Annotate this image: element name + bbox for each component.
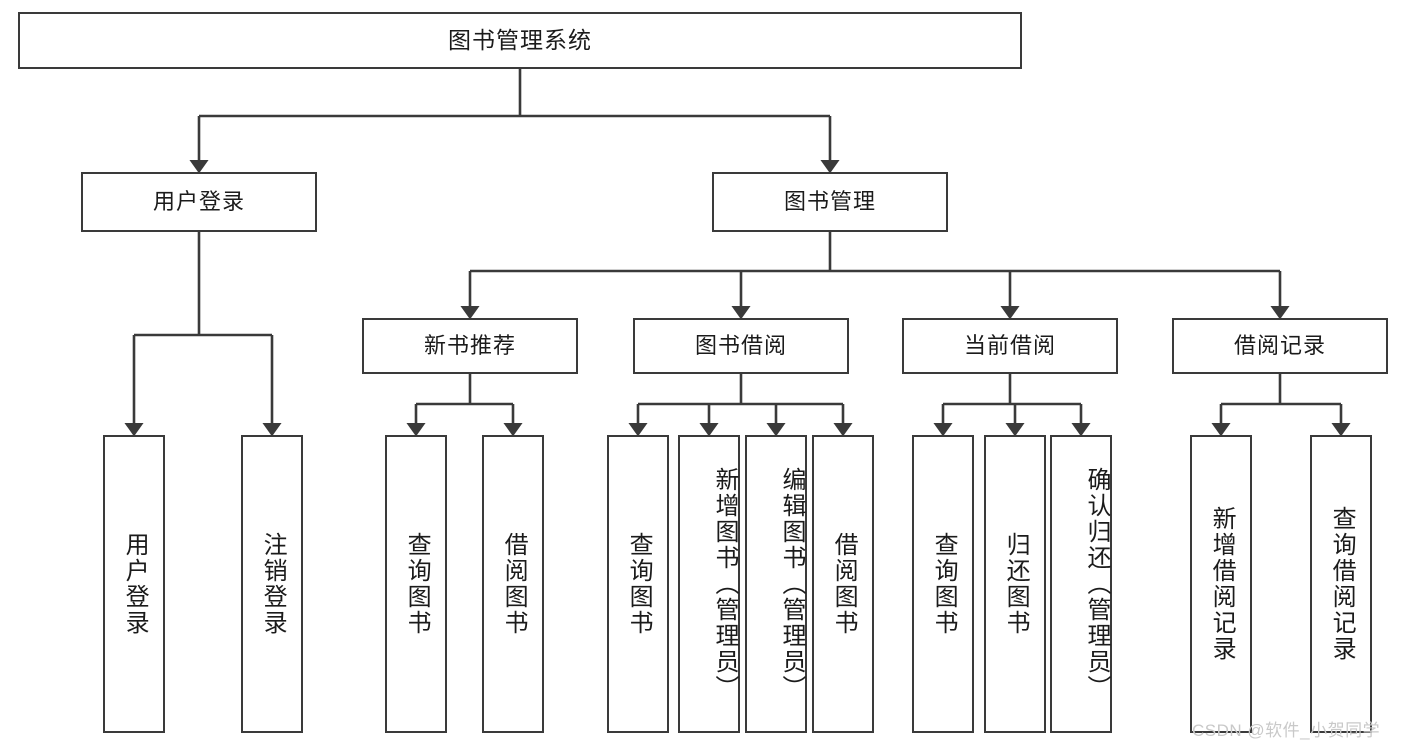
leaf-query-book-borrow[interactable]: 查询图书 [607,435,669,733]
leaf-query-book-new[interactable]: 查询图书 [385,435,447,733]
leaf-logout[interactable]: 注销登录 [241,435,303,733]
leaf-return-book-label: 归还图书 [1002,532,1030,636]
node-user-login[interactable]: 用户登录 [81,172,317,232]
leaf-add-borrow-record-label: 新增借阅记录 [1208,506,1236,662]
leaf-confirm-return-admin[interactable]: 确认归还（管理员） [1050,435,1112,733]
leaf-return-book[interactable]: 归还图书 [984,435,1046,733]
leaf-logout-label: 注销登录 [259,532,287,636]
node-book-management-label: 图书管理 [783,188,876,214]
leaf-query-book-new-label: 查询图书 [403,532,431,636]
leaf-borrow-book-label: 借阅图书 [830,532,858,636]
node-borrow-records[interactable]: 借阅记录 [1172,318,1388,374]
leaf-query-book-borrow-label: 查询图书 [625,532,653,636]
leaf-edit-book-admin-label: 编辑图书（管理员） [778,467,805,701]
leaf-query-borrow-record[interactable]: 查询借阅记录 [1310,435,1372,733]
node-book-borrow-label: 图书借阅 [694,332,787,358]
leaf-query-book-current-label: 查询图书 [930,532,958,636]
node-root-label: 图书管理系统 [448,26,592,53]
node-book-borrow[interactable]: 图书借阅 [633,318,849,374]
node-new-book-recommend-label: 新书推荐 [423,332,516,358]
leaf-user-login-label: 用户登录 [121,532,149,636]
leaf-borrow-book-new[interactable]: 借阅图书 [482,435,544,733]
watermark: CSDN @软件_小贺同学 [1192,721,1381,740]
node-root[interactable]: 图书管理系统 [18,12,1022,69]
leaf-add-borrow-record[interactable]: 新增借阅记录 [1190,435,1252,733]
leaf-borrow-book[interactable]: 借阅图书 [812,435,874,733]
node-borrow-records-label: 借阅记录 [1233,332,1326,358]
leaf-query-borrow-record-label: 查询借阅记录 [1328,506,1356,662]
leaf-edit-book-admin[interactable]: 编辑图书（管理员） [745,435,807,733]
leaf-add-book-admin-label: 新增图书（管理员） [711,467,738,701]
leaf-borrow-book-new-label: 借阅图书 [500,532,528,636]
leaf-confirm-return-admin-label: 确认归还（管理员） [1083,467,1110,701]
node-current-borrow[interactable]: 当前借阅 [902,318,1118,374]
node-user-login-label: 用户登录 [152,188,245,214]
leaf-user-login[interactable]: 用户登录 [103,435,165,733]
leaf-query-book-current[interactable]: 查询图书 [912,435,974,733]
node-current-borrow-label: 当前借阅 [963,332,1056,358]
node-new-book-recommend[interactable]: 新书推荐 [362,318,578,374]
node-book-management[interactable]: 图书管理 [712,172,948,232]
leaf-add-book-admin[interactable]: 新增图书（管理员） [678,435,740,733]
